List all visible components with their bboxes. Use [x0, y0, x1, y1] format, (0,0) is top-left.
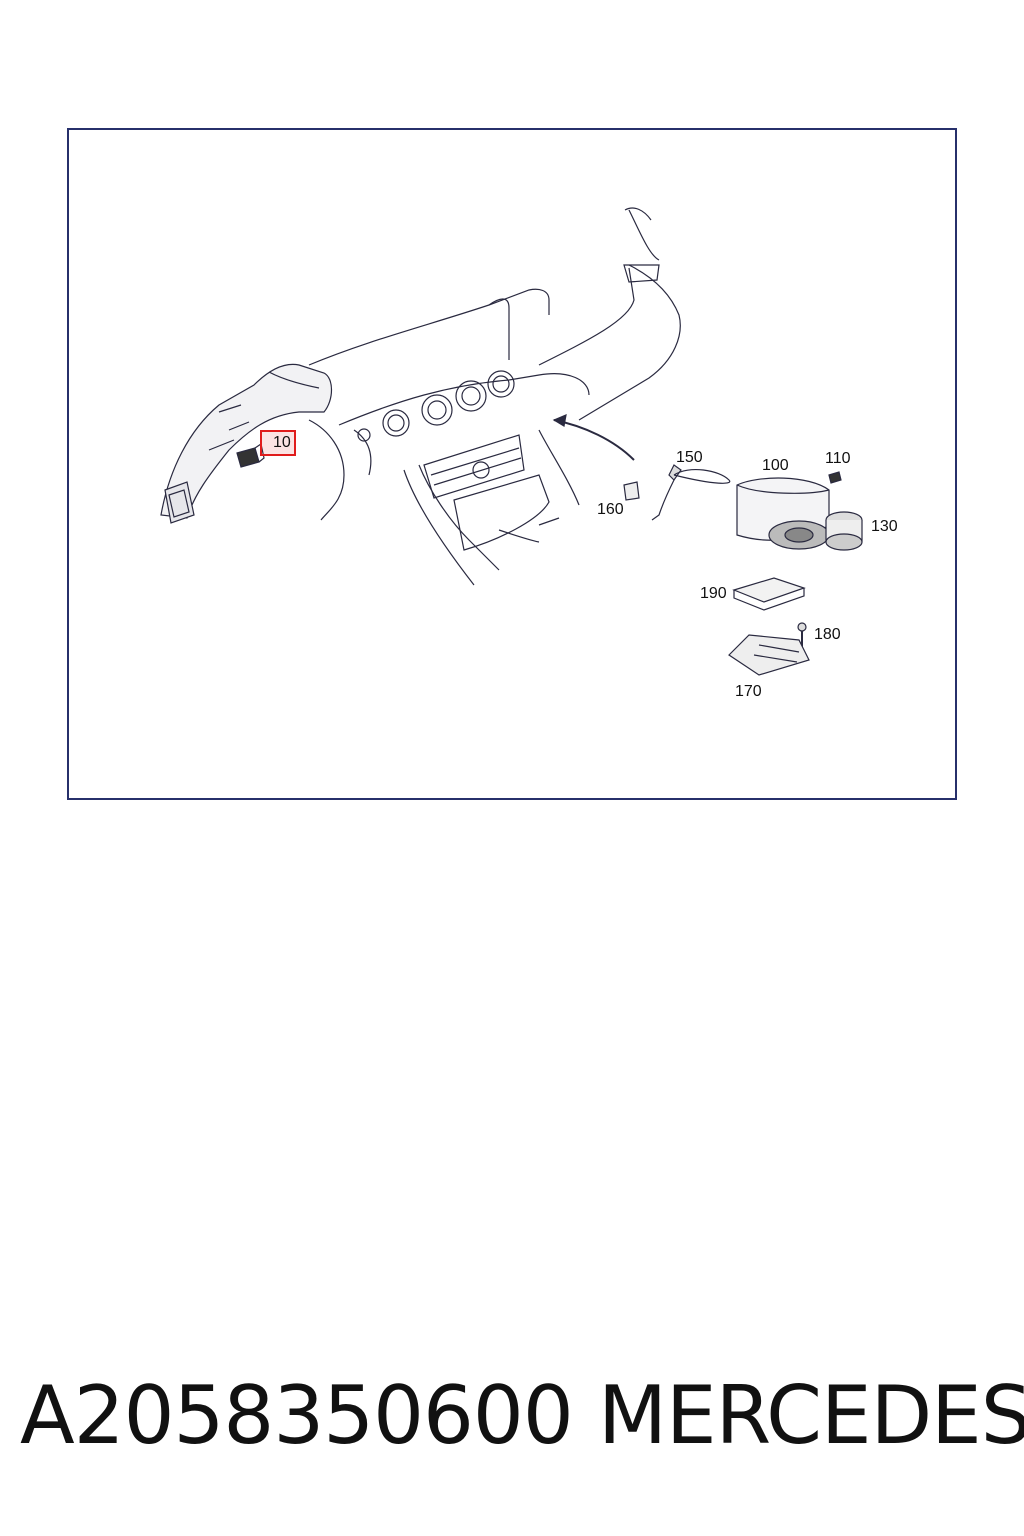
item-170-part: [728, 634, 810, 676]
item-100-part: [736, 477, 830, 550]
brand-name: MERCEDES: [598, 1369, 1024, 1462]
item-110-part: [828, 471, 842, 484]
callout-190[interactable]: 190: [700, 585, 727, 602]
item-150-part: [651, 464, 731, 521]
item-190-part: [732, 577, 806, 611]
part-number: A2058350600: [20, 1369, 574, 1462]
air-vents: [357, 370, 515, 442]
callout-110[interactable]: 110: [825, 450, 851, 467]
callout-170[interactable]: 170: [735, 683, 762, 700]
center-console: [423, 434, 560, 551]
item-130-part: [825, 511, 863, 551]
callout-180[interactable]: 180: [814, 626, 841, 643]
direction-arrow: [552, 414, 635, 461]
footer-caption: A2058350600 MERCEDES: [0, 1372, 1024, 1472]
item-160-part: [623, 481, 640, 501]
callout-160[interactable]: 160: [597, 501, 624, 518]
callout-100[interactable]: 100: [762, 457, 789, 474]
item-10-part: [236, 443, 265, 468]
callout-10[interactable]: 10: [260, 430, 296, 456]
dashboard-outline: [308, 207, 681, 586]
diagram-frame: 10 100 110 130 150 160 170 180 190: [67, 128, 957, 800]
air-duct: [160, 363, 333, 524]
parts-illustration: [160, 207, 863, 676]
callout-130[interactable]: 130: [871, 518, 898, 535]
callout-150[interactable]: 150: [676, 449, 703, 466]
